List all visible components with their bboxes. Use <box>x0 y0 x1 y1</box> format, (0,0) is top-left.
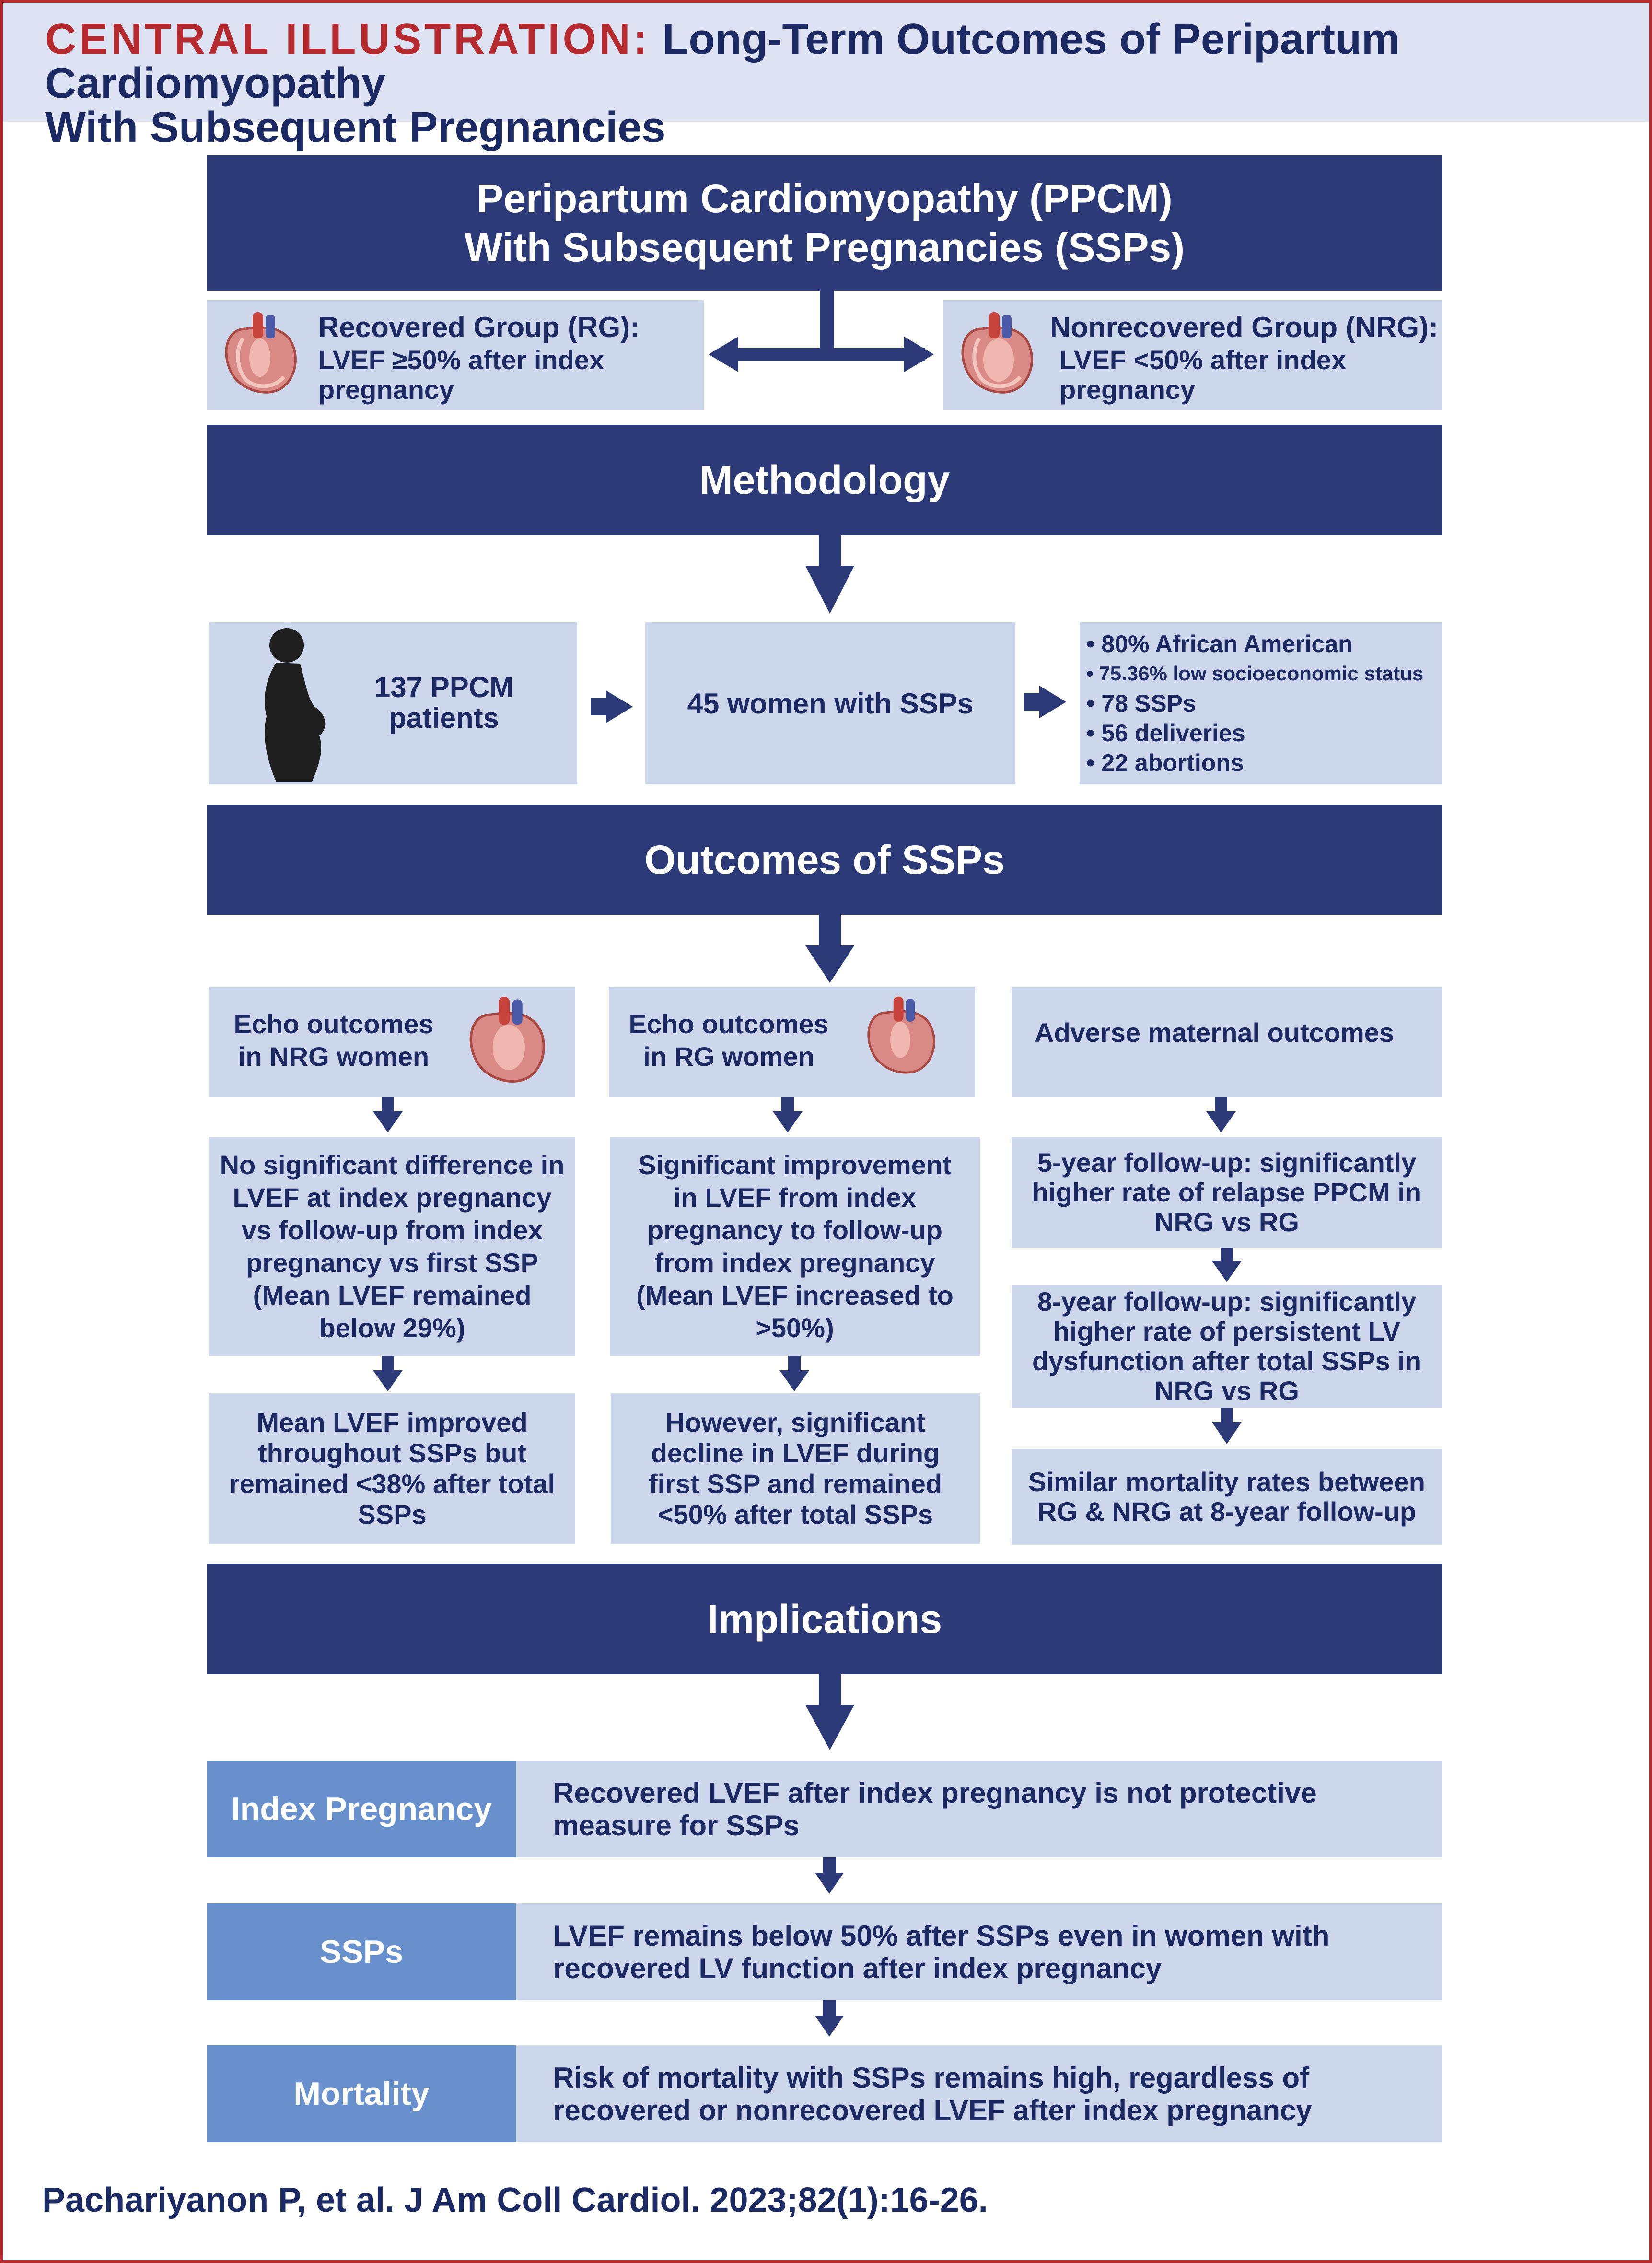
outcomes-title: Outcomes of SSPs <box>644 837 1005 882</box>
list-item: • 80% African American <box>1086 630 1353 657</box>
recovered-group-desc: LVEF ≥50% after index pregnancy <box>318 345 605 405</box>
heart-icon <box>961 312 1033 394</box>
arrow-icon <box>373 1097 1242 1444</box>
arrow-icon <box>805 535 854 614</box>
arrow-icon <box>805 1674 854 2037</box>
rg-echo-box-2: However, significant decline in LVEF dur… <box>611 1393 980 1544</box>
arrow-icon <box>805 915 854 983</box>
citation: Pachariyanon P, et al. J Am Coll Cardiol… <box>42 2181 988 2219</box>
outcomes-header: Outcomes of SSPs <box>207 805 1442 915</box>
rg-echo-text-1: Significant improvement in LVEF from ind… <box>636 1150 954 1343</box>
patients-box: 137 PPCM patients <box>209 622 577 784</box>
rg-echo-head: Echo outcomes in RG women <box>628 1009 829 1072</box>
adverse-head-box: Adverse maternal outcomes <box>1012 987 1442 1097</box>
adverse-text-3: Similar mortality rates between RG & NRG… <box>1028 1467 1425 1527</box>
implications-header: Implications <box>207 1564 1442 1674</box>
nrg-echo-text-2: Mean LVEF improved throughout SSPs but r… <box>229 1407 556 1529</box>
list-item: • 22 abortions <box>1086 749 1244 776</box>
header-title-line2: With Subsequent Pregnancies <box>45 104 666 152</box>
nrg-echo-head: Echo outcomes in NRG women <box>233 1009 434 1072</box>
stats-list: • 80% African American • 75.36% low soci… <box>1086 629 1442 778</box>
nonrecovered-group-desc: LVEF <50% after index pregnancy <box>1059 345 1347 405</box>
stats-box: • 80% African American • 75.36% low soci… <box>1080 622 1442 784</box>
heart-icon <box>867 996 935 1074</box>
recovered-group-name: Recovered Group (RG): <box>318 311 640 343</box>
methodology-title: Methodology <box>699 457 950 502</box>
header-banner: CENTRAL ILLUSTRATION: Long-Term Outcomes… <box>3 3 1649 150</box>
index-pregnancy-label-box: Index Pregnancy <box>207 1761 516 1857</box>
heart-icon <box>225 312 297 394</box>
patients-count: 137 PPCM patients <box>374 671 514 734</box>
arrow-icon <box>591 686 1066 723</box>
ppcm-title-box: Peripartum Cardiomyopathy (PPCM) With Su… <box>207 155 1442 291</box>
nrg-echo-box-1: No significant difference in LVEF at ind… <box>209 1137 575 1356</box>
rg-echo-text-2: However, significant decline in LVEF dur… <box>648 1407 942 1529</box>
recovered-group-box: Recovered Group (RG): LVEF ≥50% after in… <box>207 300 704 410</box>
list-item: • 56 deliveries <box>1086 720 1245 747</box>
adverse-text-1: 5-year follow-up: significantly higher r… <box>1032 1147 1422 1237</box>
nonrecovered-group-box: Nonrecovered Group (NRG): LVEF <50% afte… <box>943 300 1442 410</box>
mortality-text-box: Risk of mortality with SSPs remains high… <box>516 2045 1442 2142</box>
list-item: • 78 SSPs <box>1086 690 1196 717</box>
header-title-line1: Long-Term Outcomes of Peripartum Cardiom… <box>45 15 1400 107</box>
adverse-box-1: 5-year follow-up: significantly higher r… <box>1012 1137 1442 1248</box>
adverse-head: Adverse maternal outcomes <box>1035 1017 1395 1048</box>
adverse-box-2: 8-year follow-up: significantly higher r… <box>1012 1285 1442 1408</box>
ssps-label: SSPs <box>320 1934 403 1970</box>
mortality-label: Mortality <box>293 2076 430 2112</box>
ssps-label-box: SSPs <box>207 1903 516 2000</box>
mortality-text: Risk of mortality with SSPs remains high… <box>553 2062 1312 2126</box>
ppcm-title: Peripartum Cardiomyopathy (PPCM) With Su… <box>464 176 1185 270</box>
nrg-echo-head-box: Echo outcomes in NRG women <box>209 987 575 1097</box>
adverse-text-2: 8-year follow-up: significantly higher r… <box>1032 1286 1422 1406</box>
split-arrow-icon <box>709 291 934 372</box>
adverse-box-3: Similar mortality rates between RG & NRG… <box>1012 1449 1442 1545</box>
mortality-label-box: Mortality <box>207 2045 516 2142</box>
women-count: 45 women with SSPs <box>687 687 974 720</box>
heart-icon <box>469 997 545 1083</box>
index-pregnancy-text-box: Recovered LVEF after index pregnancy is … <box>516 1761 1442 1857</box>
rg-echo-box-1: Significant improvement in LVEF from ind… <box>610 1137 980 1356</box>
list-item: • 75.36% low socioeconomic status <box>1086 662 1424 685</box>
ssps-text-box: LVEF remains below 50% after SSPs even i… <box>516 1903 1442 2000</box>
index-pregnancy-label: Index Pregnancy <box>231 1791 492 1827</box>
nrg-echo-text-1: No significant difference in LVEF at ind… <box>220 1150 565 1343</box>
index-pregnancy-text: Recovered LVEF after index pregnancy is … <box>553 1777 1317 1842</box>
methodology-header: Methodology <box>207 425 1442 535</box>
pregnant-woman-icon <box>265 628 326 782</box>
implications-title: Implications <box>707 1596 942 1642</box>
header-title: CENTRAL ILLUSTRATION: Long-Term Outcomes… <box>45 17 1627 150</box>
header-label: CENTRAL ILLUSTRATION: <box>45 15 651 63</box>
ssps-text: LVEF remains below 50% after SSPs even i… <box>553 1920 1330 1984</box>
rg-echo-head-box: Echo outcomes in RG women <box>609 987 975 1097</box>
women-box: 45 women with SSPs <box>645 622 1015 784</box>
nonrecovered-group-name: Nonrecovered Group (NRG): <box>1050 311 1439 343</box>
nrg-echo-box-2: Mean LVEF improved throughout SSPs but r… <box>209 1393 575 1544</box>
